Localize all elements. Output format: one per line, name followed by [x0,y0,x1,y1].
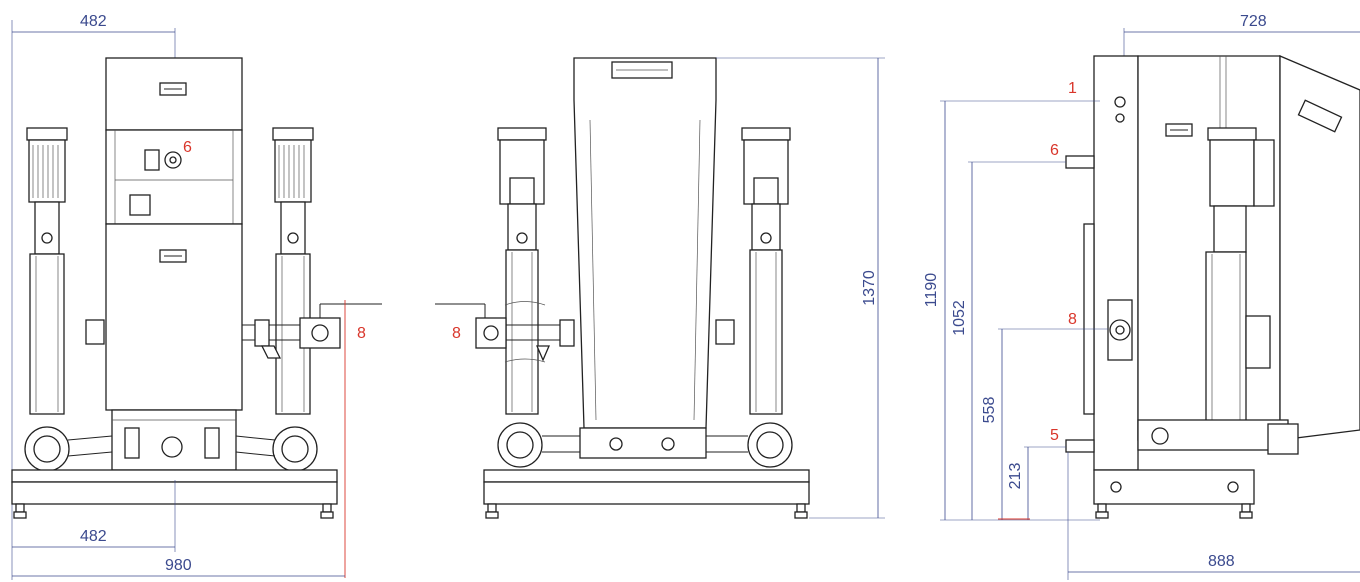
dim-front-top: 482 [80,13,107,30]
rear-view: 8 1370 [435,57,885,519]
dim-side-top: 728 [1240,13,1267,30]
callout-front-8: 8 [357,325,366,342]
callout-side-8: 8 [1068,311,1077,328]
callout-side-5: 5 [1050,427,1059,444]
dim-front-bottom-left: 482 [80,528,107,545]
dim-side-558: 558 [981,397,998,424]
dim-side-bottom: 888 [1208,553,1235,570]
dim-front-total: 980 [165,557,192,574]
callout-side-1: 1 [1068,80,1077,97]
front-view: 482 6 5 [11,13,382,580]
dim-side-1052: 1052 [951,300,968,336]
callout-side-6: 6 [1050,142,1059,159]
callout-rear-8: 8 [452,325,461,342]
dim-side-1190: 1190 [923,273,940,308]
callout-front-6: 6 [183,139,192,156]
side-view: 728 1 6 8 5 [923,13,1360,580]
dim-side-213: 213 [1007,463,1024,490]
dim-rear-height: 1370 [861,270,878,306]
